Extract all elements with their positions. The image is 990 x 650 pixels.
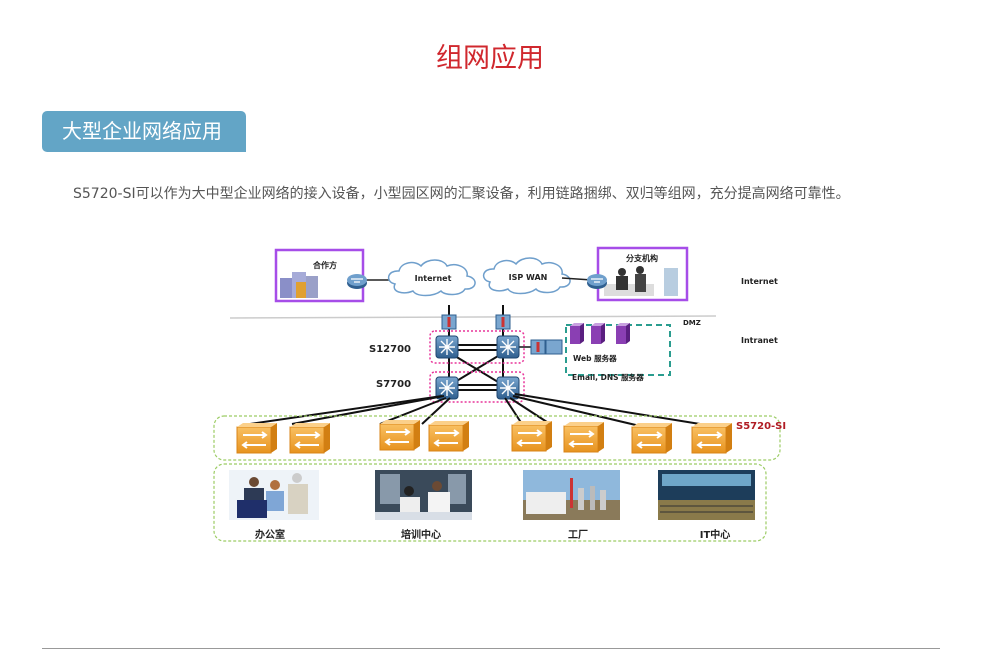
aggregation-label: S7700 (376, 379, 411, 390)
site-label-it: IT中心 (700, 528, 731, 541)
access-switch-icon (428, 420, 470, 452)
access-switch-icon (631, 422, 673, 454)
server-icon (616, 323, 630, 344)
dmz-label: DMZ (683, 319, 701, 327)
access-group (213, 415, 781, 461)
branch-people-icon (604, 266, 678, 296)
partner-label: 合作方 (312, 260, 337, 270)
bottom-divider (42, 648, 940, 649)
section-tab: 大型企业网络应用 (42, 111, 246, 152)
dmz-firewall-icon (530, 339, 546, 355)
zone-intranet-label: Intranet (741, 336, 778, 345)
isp-wan-cloud-label: ISP WAN (509, 273, 548, 282)
firewall-icon (495, 314, 511, 330)
partner-router-icon (346, 273, 368, 290)
branch-router-icon (586, 273, 608, 290)
core-switch-icon (496, 335, 520, 359)
access-label: S5720-SI (736, 421, 786, 432)
office-photo (229, 470, 319, 520)
access-switch-icon (563, 421, 605, 453)
section-description: S5720-SI可以作为大中型企业网络的接入设备，小型园区网的汇聚设备，利用链路… (73, 186, 850, 202)
sites-group (213, 463, 767, 542)
access-switch-icon (511, 420, 553, 452)
factory-photo (523, 470, 620, 520)
site-label-training: 培训中心 (401, 528, 441, 541)
page-title: 组网应用 (436, 43, 544, 74)
access-switch-icon (289, 422, 331, 454)
firewall-icon (441, 314, 457, 330)
server-icon (591, 323, 605, 344)
email-server-label: Email, DNS 服务器 (572, 372, 644, 382)
server-icon (570, 323, 584, 344)
web-server-label: Web 服务器 (573, 353, 617, 363)
access-switch-icon (691, 422, 733, 454)
zone-internet-label: Internet (741, 277, 778, 286)
internet-cloud-label: Internet (415, 274, 452, 283)
site-label-factory: 工厂 (568, 529, 588, 541)
site-label-office: 办公室 (255, 528, 285, 541)
access-switch-icon (236, 422, 278, 454)
core-label: S12700 (369, 344, 411, 355)
dmz-switch-icon (545, 339, 563, 355)
partner-building-icon (280, 272, 318, 298)
training-center-photo (375, 470, 472, 520)
access-switch-icon (379, 419, 421, 451)
it-center-photo (658, 470, 755, 520)
aggregation-group (429, 371, 525, 403)
core-group (429, 330, 525, 364)
branch-label: 分支机构 (626, 253, 658, 263)
core-switch-icon (435, 335, 459, 359)
zone-divider (229, 315, 717, 319)
